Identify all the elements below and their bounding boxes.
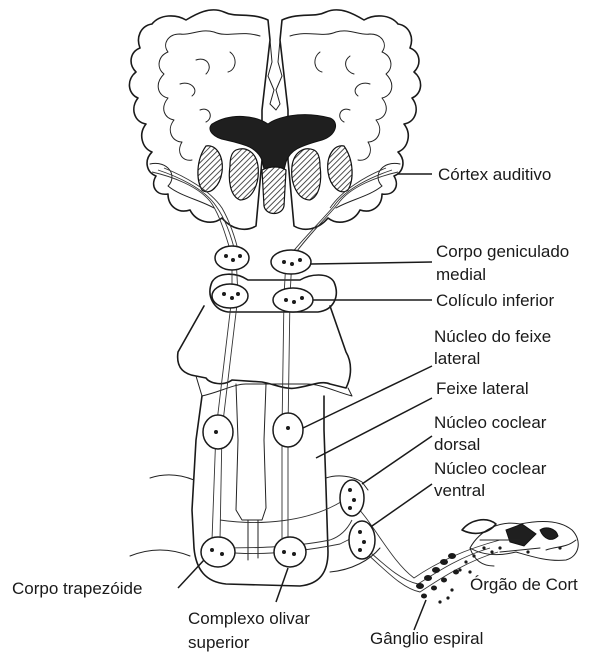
thalamus-left (229, 149, 258, 200)
label-corpo-geniculado-2: medial (436, 265, 486, 284)
label-nucleo-feixe-1: Núcleo do feixe (434, 327, 551, 346)
label-coclear-dorsal-2: dorsal (434, 435, 480, 454)
label-coliculo-inferior: Colículo inferior (436, 291, 554, 310)
colliculus-left (212, 284, 248, 308)
label-nucleo-feixe-2: lateral (434, 349, 480, 368)
brainstem (130, 274, 380, 586)
label-coclear-ventral-2: ventral (434, 481, 485, 500)
ventral-cochlear-nucleus (349, 521, 375, 559)
label-orgao-de-cort: Órgão de Cort (470, 575, 578, 594)
label-complexo-olivar-1: Complexo olivar (188, 609, 310, 628)
thalamus-right (292, 149, 321, 200)
dorsal-cochlear-nucleus (340, 480, 364, 516)
superior-olive-right (274, 537, 306, 567)
label-coclear-dorsal-1: Núcleo coclear (434, 413, 547, 432)
label-complexo-olivar-2: superior (188, 633, 250, 652)
spiral-ganglion-cells (416, 553, 459, 599)
label-cortex-auditivo: Córtex auditivo (438, 165, 551, 184)
colliculus-right (273, 288, 313, 312)
label-ganglio-espiral: Gânglio espiral (370, 629, 483, 648)
superior-olive-left (201, 537, 235, 567)
third-ventricle (262, 167, 286, 214)
basal-ganglia-left (198, 146, 222, 192)
pons (178, 306, 351, 388)
basal-ganglia-right (328, 146, 352, 192)
geniculate-left (215, 246, 249, 270)
geniculate-right (271, 250, 311, 274)
label-corpo-trapezoide: Corpo trapezóide (12, 579, 142, 598)
label-coclear-ventral-1: Núcleo coclear (434, 459, 547, 478)
brain-section (129, 10, 420, 229)
label-corpo-geniculado-1: Corpo geniculado (436, 242, 569, 261)
label-feixe-lateral: Feixe lateral (436, 379, 529, 398)
labels: Córtex auditivo Corpo geniculado medial … (12, 165, 578, 652)
